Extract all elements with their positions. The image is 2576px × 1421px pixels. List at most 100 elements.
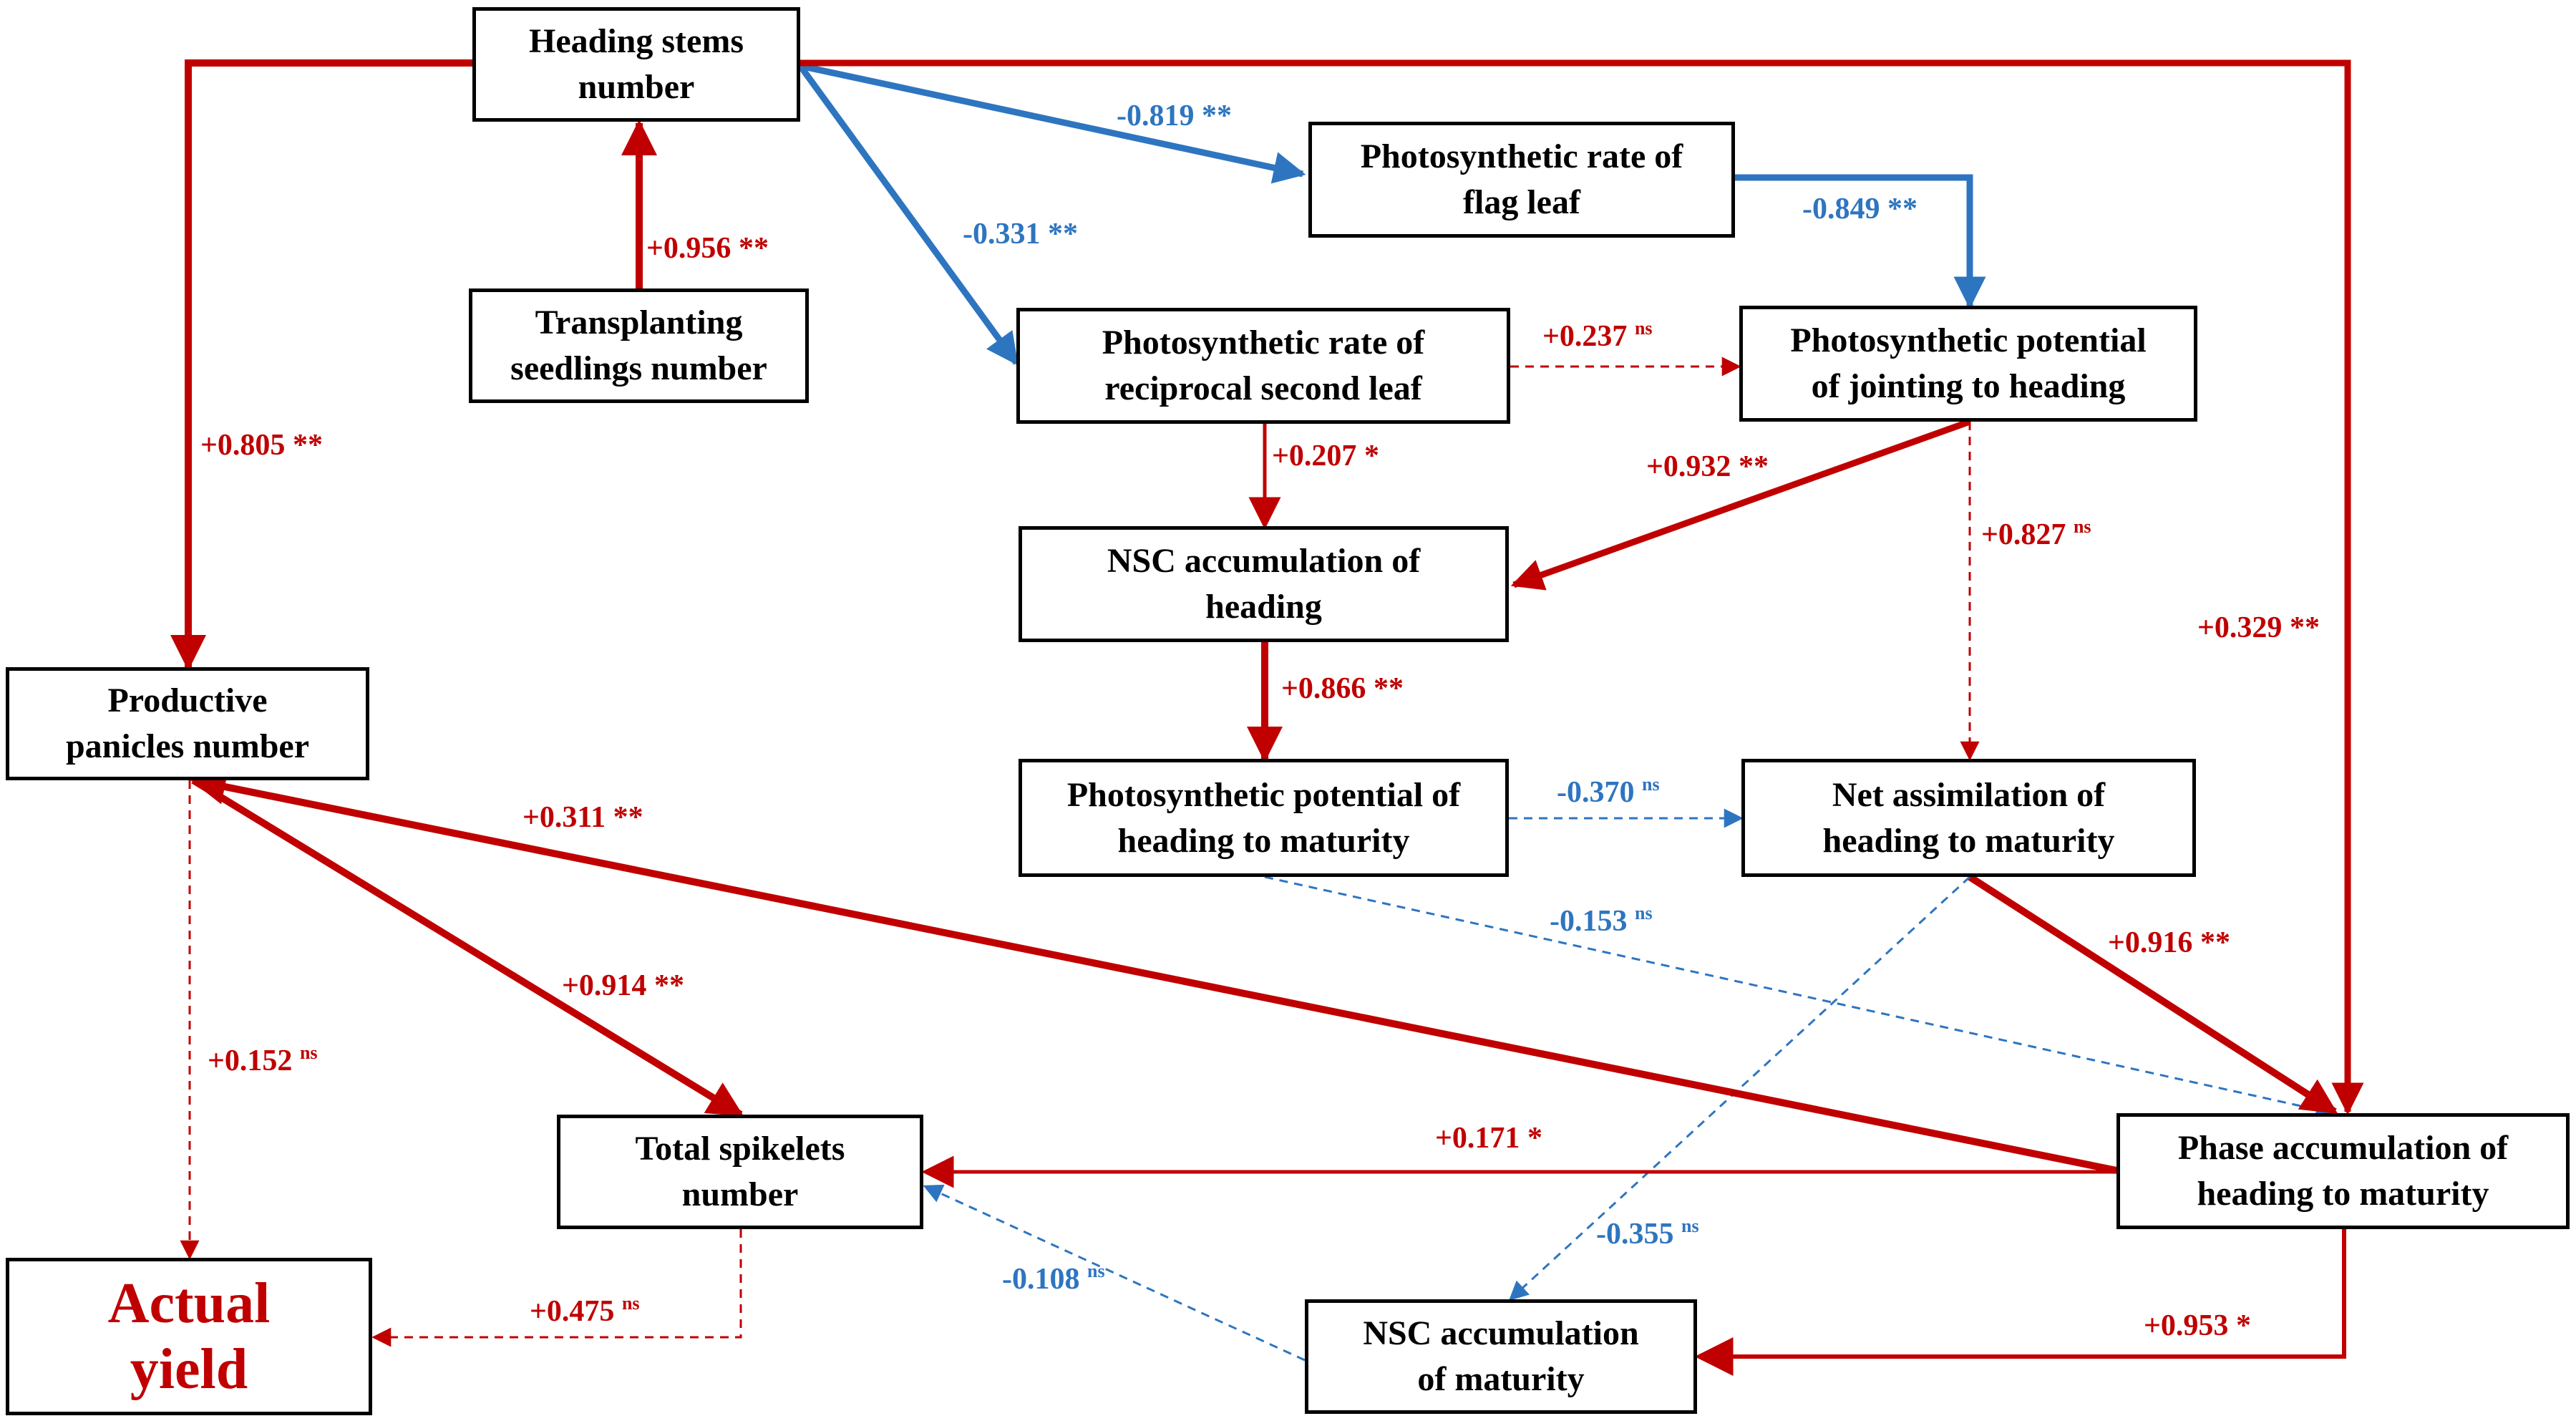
node-net-assim-label: Net assimilation of heading to maturity bbox=[1822, 775, 2115, 860]
node-heading-stems: Heading stems number bbox=[472, 7, 800, 122]
edge-total_spikelets-to-actual_yield bbox=[371, 1229, 742, 1347]
edge-significance: * bbox=[1364, 440, 1379, 472]
edge-label-e20: +0.475 ns bbox=[530, 1293, 640, 1328]
edge-coefficient: +0.171 bbox=[1435, 1122, 1527, 1155]
edge-coefficient: -0.370 bbox=[1557, 776, 1642, 809]
edge-coefficient: -0.108 bbox=[1002, 1263, 1087, 1296]
node-phase-accumulation: Phase accumulation of heading to maturit… bbox=[2116, 1113, 2570, 1229]
edge-significance: ** bbox=[1739, 450, 1769, 483]
node-productive-label: Productive panicles number bbox=[65, 682, 310, 765]
edge-significance: ** bbox=[654, 969, 684, 1002]
edge-label-e3: -0.849 ** bbox=[1802, 193, 1918, 225]
node-transplanting-label: Transplanting seedlings number bbox=[510, 304, 767, 387]
edge-significance: ns bbox=[1087, 1261, 1105, 1281]
edge-coefficient: -0.819 bbox=[1117, 100, 1202, 132]
edge-significance: ns bbox=[1681, 1216, 1699, 1236]
node-potential-jointing-label: Photosynthetic potential of jointing to … bbox=[1790, 321, 2147, 405]
edge-label-e5: +0.805 ** bbox=[200, 429, 323, 462]
edge-label-e21: -0.108 ns bbox=[1002, 1261, 1105, 1296]
edge-coefficient: -0.355 bbox=[1596, 1218, 1681, 1251]
edge-label-e8: +0.207 * bbox=[1272, 440, 1379, 472]
edge-nsc_maturity-to-total_spikelets bbox=[923, 1184, 1306, 1362]
node-heading-stems-label: Heading stems number bbox=[529, 22, 744, 106]
edge-heading_stems-to-photo_second bbox=[797, 64, 1019, 366]
edge-significance: ** bbox=[739, 232, 769, 265]
edge-coefficient: +0.311 bbox=[523, 801, 613, 834]
node-actual-yield: Actual yield bbox=[6, 1258, 372, 1415]
edge-significance: ** bbox=[1202, 100, 1232, 132]
edge-coefficient: +0.152 bbox=[208, 1044, 300, 1077]
edge-coefficient: +0.953 bbox=[2144, 1309, 2236, 1342]
edge-label-e11: +0.866 ** bbox=[1281, 672, 1404, 705]
edge-heading_stems-to-photo_flag bbox=[799, 62, 1306, 184]
node-nsc-accumulation-maturity: NSC accumulation of maturity bbox=[1305, 1299, 1697, 1414]
edge-heading_stems-to-productive bbox=[170, 59, 472, 671]
node-actual-yield-label: Actual yield bbox=[107, 1272, 271, 1401]
edge-phase_accum-to-productive bbox=[190, 769, 2117, 1174]
edge-label-e6: +0.329 ** bbox=[2197, 611, 2320, 644]
edge-significance: * bbox=[2236, 1309, 2251, 1342]
edge-net_assim-to-phase_accum bbox=[1968, 873, 2338, 1115]
edge-coefficient: +0.914 bbox=[562, 969, 654, 1002]
edge-label-e16: +0.311 ** bbox=[523, 801, 643, 834]
node-photosynthetic-rate-second-leaf: Photosynthetic rate of reciprocal second… bbox=[1016, 308, 1510, 424]
node-total-spikelets: Total spikelets number bbox=[557, 1115, 923, 1229]
edge-label-e2: -0.331 ** bbox=[963, 218, 1078, 251]
edge-coefficient: +0.207 bbox=[1272, 440, 1364, 472]
edge-label-e9: +0.932 ** bbox=[1646, 450, 1769, 483]
edge-coefficient: -0.153 bbox=[1550, 905, 1635, 938]
edge-label-e4: +0.956 ** bbox=[646, 232, 769, 265]
edge-heading_stems-to-phase_accum bbox=[800, 59, 2364, 1115]
edge-coefficient: +0.932 bbox=[1646, 450, 1739, 483]
node-photo-second-label: Photosynthetic rate of reciprocal second… bbox=[1102, 324, 1425, 407]
edge-label-e19: +0.171 * bbox=[1435, 1122, 1542, 1155]
node-total-spikelets-label: Total spikelets number bbox=[635, 1130, 845, 1213]
edge-coefficient: +0.827 bbox=[1981, 518, 2074, 551]
edge-coefficient: +0.237 bbox=[1542, 320, 1635, 353]
edge-significance: ** bbox=[1887, 193, 1918, 225]
edge-significance: ns bbox=[2074, 516, 2091, 537]
edge-significance: ** bbox=[1374, 672, 1404, 705]
edge-significance: ns bbox=[1635, 318, 1653, 339]
node-photo-flag-label: Photosynthetic rate of flag leaf bbox=[1360, 137, 1683, 221]
edge-label-e12: -0.370 ns bbox=[1557, 774, 1660, 809]
edge-significance: * bbox=[1527, 1122, 1542, 1155]
edge-label-e22: +0.953 * bbox=[2144, 1309, 2251, 1342]
node-transplanting-seedlings: Transplanting seedlings number bbox=[469, 288, 809, 403]
edge-phase_accum-to-nsc_maturity bbox=[1694, 1229, 2346, 1376]
edge-productive-to-total_spikelets bbox=[191, 777, 744, 1118]
node-productive-panicles: Productive panicles number bbox=[6, 667, 369, 780]
edge-label-e17: +0.914 ** bbox=[562, 969, 684, 1002]
node-photosynthetic-potential-jointing: Photosynthetic potential of jointing to … bbox=[1739, 306, 2197, 422]
edge-significance: ns bbox=[300, 1042, 318, 1063]
edge-significance: ** bbox=[2200, 926, 2230, 959]
edge-coefficient: +0.956 bbox=[646, 232, 739, 265]
edge-significance: ns bbox=[622, 1293, 640, 1314]
edge-coefficient: +0.805 bbox=[200, 429, 293, 462]
node-phase-accum-label: Phase accumulation of heading to maturit… bbox=[2177, 1129, 2509, 1213]
edge-label-e15: -0.355 ns bbox=[1596, 1216, 1699, 1251]
edge-coefficient: +0.329 bbox=[2197, 611, 2290, 644]
edge-significance: ** bbox=[1048, 218, 1078, 251]
node-nsc-heading-label: NSC accumulation of heading bbox=[1107, 542, 1421, 626]
edge-coefficient: +0.866 bbox=[1281, 672, 1374, 705]
edge-label-e14: +0.916 ** bbox=[2108, 926, 2230, 959]
edge-significance: ns bbox=[1635, 903, 1653, 923]
edge-coefficient: -0.849 bbox=[1802, 193, 1887, 225]
edge-label-e7: +0.237 ns bbox=[1542, 318, 1653, 353]
node-nsc-accumulation-heading: NSC accumulation of heading bbox=[1019, 526, 1509, 642]
edge-coefficient: +0.916 bbox=[2108, 926, 2200, 959]
edge-coefficient: -0.331 bbox=[963, 218, 1048, 251]
edge-potential_jointing-to-nsc_heading bbox=[1510, 418, 1971, 591]
edge-significance: ns bbox=[1642, 774, 1660, 795]
node-net-assimilation: Net assimilation of heading to maturity bbox=[1741, 759, 2196, 877]
edge-label-e1: -0.819 ** bbox=[1117, 100, 1232, 132]
edge-photo_flag-to-potential_jointing bbox=[1735, 174, 1986, 309]
node-potential-maturity-label: Photosynthetic potential of heading to m… bbox=[1066, 775, 1461, 860]
edge-significance: ** bbox=[613, 801, 643, 834]
edge-coefficient: +0.475 bbox=[530, 1295, 622, 1328]
edge-label-e10: +0.827 ns bbox=[1981, 516, 2091, 551]
edge-label-e13: -0.153 ns bbox=[1550, 903, 1653, 938]
node-photosynthetic-rate-flag-leaf: Photosynthetic rate of flag leaf bbox=[1308, 122, 1735, 238]
